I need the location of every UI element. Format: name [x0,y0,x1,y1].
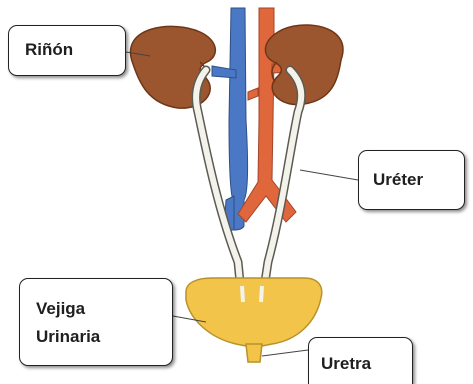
leader-urethra [262,350,308,356]
bladder-label: Vejiga Urinaria [19,278,173,366]
ureter-label: Uréter [358,150,465,210]
ureter-label-text: Uréter [373,170,423,189]
urethra [246,344,262,362]
leader-ureter [300,170,358,180]
bladder-label-line2: Urinaria [36,323,172,351]
urinary-bladder [186,278,322,346]
kidney-label-text: Riñón [25,40,73,59]
bladder-label-line1: Vejiga [36,295,172,323]
urethra-label: Uretra [308,337,413,384]
kidney-label: Riñón [8,25,126,76]
urethra-label-text: Uretra [321,354,371,373]
